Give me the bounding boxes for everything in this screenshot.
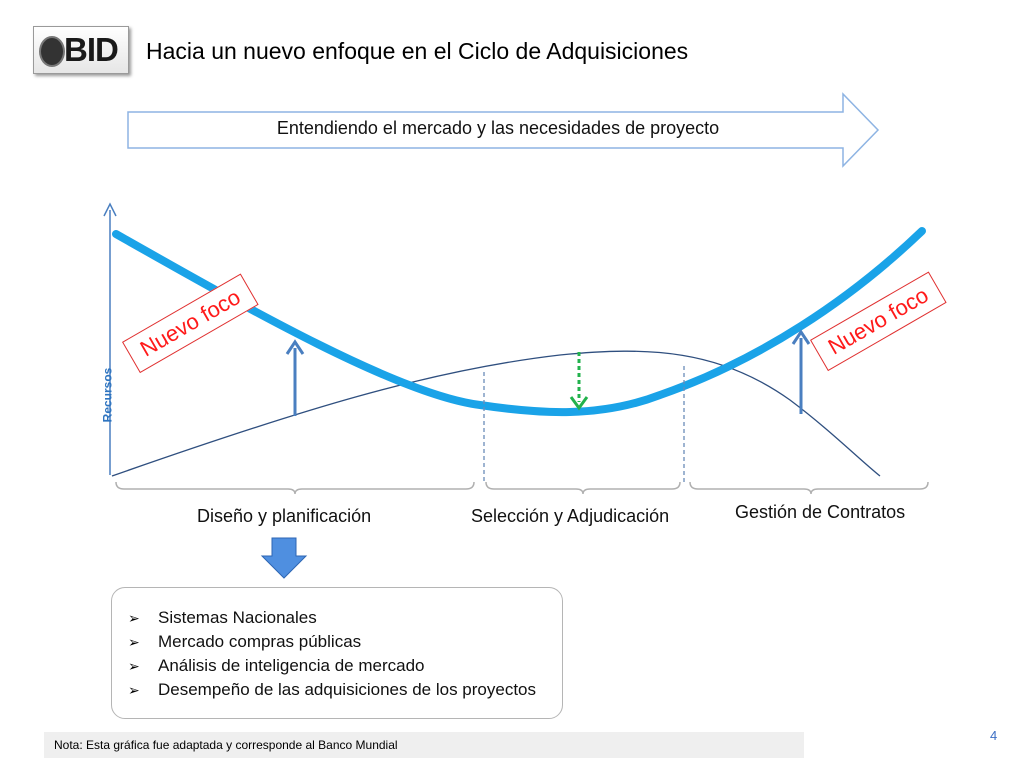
list-item: ➢Desempeño de las adquisiciones de los p… [128, 680, 537, 699]
page-title: Hacia un nuevo enfoque en el Ciclo de Ad… [146, 38, 689, 64]
check-arrow-icon: ➢ [128, 657, 140, 674]
focus-list-box: ➢Sistemas Nacionales ➢Mercado compras pú… [111, 587, 563, 719]
bid-logo: BID [33, 26, 129, 74]
brace-design [115, 481, 475, 495]
banner-text: Entendiendo el mercado y las necesidades… [276, 118, 720, 138]
check-arrow-icon: ➢ [128, 609, 140, 626]
down-block-arrow [260, 537, 308, 579]
brace-contracts [689, 481, 929, 495]
logo-text: BID [64, 31, 119, 68]
check-arrow-icon: ➢ [128, 633, 140, 650]
y-axis-arrowhead [103, 202, 117, 217]
globe-icon [39, 36, 65, 67]
phase-label-design: Diseño y planificación [197, 506, 372, 526]
list-item: ➢Análisis de inteligencia de mercado [128, 656, 425, 675]
list-item: ➢Mercado compras públicas [128, 632, 362, 651]
brace-selection [485, 481, 681, 495]
phase-label-contracts: Gestión de Contratos [735, 502, 906, 522]
green-dashed-arrow-head [569, 396, 589, 411]
thin-resources-curve [111, 350, 881, 477]
up-arrow-right-head [791, 329, 811, 345]
list-item: ➢Sistemas Nacionales [128, 608, 317, 627]
up-arrow-left-head [285, 339, 305, 355]
page-number: 4 [990, 728, 998, 743]
check-arrow-icon: ➢ [128, 681, 140, 698]
footnote: Nota: Esta gráfica fue adaptada y corres… [44, 732, 804, 758]
phase-label-selection: Selección y Adjudicación [471, 506, 670, 526]
u-curve [112, 227, 926, 417]
y-axis-label: Recursos [100, 367, 115, 423]
banner-arrow [127, 92, 880, 168]
